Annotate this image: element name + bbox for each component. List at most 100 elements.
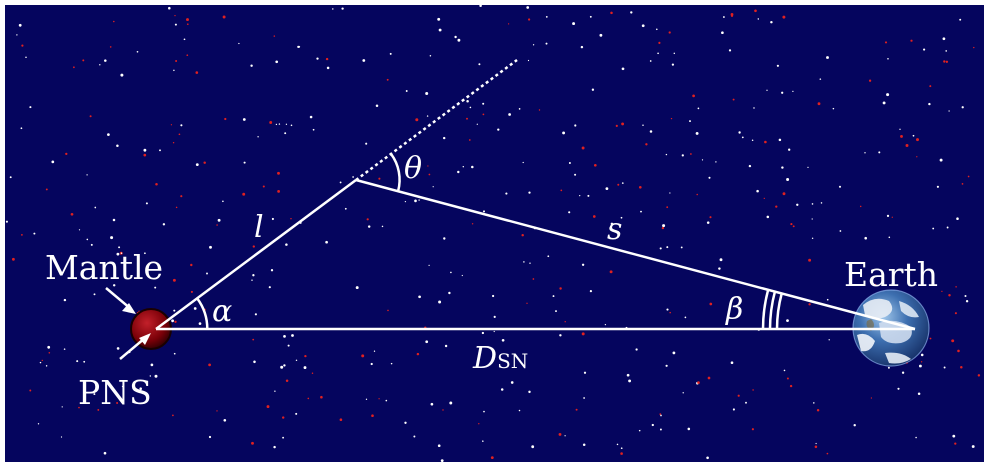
star-dot bbox=[154, 286, 157, 289]
star-dot bbox=[130, 277, 132, 279]
star-dot bbox=[416, 352, 420, 356]
star-dot bbox=[425, 340, 429, 344]
star-dot bbox=[367, 225, 371, 228]
star-dot bbox=[418, 295, 421, 299]
star-dot bbox=[277, 190, 280, 193]
star-dot bbox=[910, 39, 913, 42]
star-dot bbox=[752, 389, 754, 391]
star-dot bbox=[621, 182, 624, 184]
star-dot bbox=[291, 334, 294, 337]
star-dot bbox=[954, 442, 957, 445]
star-dot bbox=[145, 202, 148, 205]
star-dot bbox=[946, 226, 949, 229]
star-dot bbox=[238, 42, 240, 45]
star-dot bbox=[437, 17, 441, 21]
star-dot bbox=[528, 191, 531, 194]
star-dot bbox=[732, 408, 735, 411]
star-dot bbox=[929, 337, 932, 340]
star-dot bbox=[78, 406, 80, 409]
star-dot bbox=[719, 258, 723, 262]
star-dot bbox=[635, 348, 638, 351]
star-dot bbox=[61, 406, 63, 408]
star-dot bbox=[526, 6, 530, 9]
star-dot bbox=[304, 354, 307, 358]
star-dot bbox=[466, 99, 469, 103]
star-dot bbox=[887, 58, 889, 60]
star-dot bbox=[574, 173, 577, 176]
star-dot bbox=[959, 18, 962, 21]
star-dot bbox=[956, 217, 959, 220]
alpha-arc bbox=[196, 297, 209, 330]
star-dot bbox=[916, 138, 919, 142]
star-dot bbox=[325, 57, 329, 61]
star-dot bbox=[628, 379, 632, 383]
star-dot bbox=[273, 445, 276, 449]
star-dot bbox=[756, 189, 759, 193]
star-dot bbox=[668, 31, 671, 34]
star-dot bbox=[448, 291, 451, 295]
star-dot bbox=[284, 132, 287, 135]
star-dot bbox=[630, 11, 633, 14]
star-dot bbox=[283, 364, 286, 367]
star-dot bbox=[814, 445, 818, 449]
star-dot bbox=[178, 133, 181, 136]
star-dot bbox=[116, 252, 120, 256]
star-dot bbox=[257, 136, 259, 138]
star-dot bbox=[562, 131, 566, 135]
star-dot bbox=[309, 115, 313, 119]
star-dot bbox=[657, 52, 659, 55]
star-dot bbox=[29, 389, 32, 392]
star-dot bbox=[948, 110, 950, 112]
star-dot bbox=[651, 423, 654, 427]
star-dot bbox=[501, 338, 505, 342]
star-dot bbox=[341, 7, 344, 10]
star-dot bbox=[638, 185, 642, 189]
star-dot bbox=[669, 192, 671, 194]
star-dot bbox=[560, 189, 563, 192]
star-dot bbox=[175, 206, 178, 209]
star-dot bbox=[468, 139, 471, 141]
star-dot bbox=[518, 108, 521, 110]
star-dot bbox=[559, 334, 562, 337]
star-dot bbox=[971, 445, 975, 448]
star-dot bbox=[649, 130, 653, 133]
star-dot bbox=[285, 243, 288, 246]
star-dot bbox=[11, 257, 15, 261]
star-dot bbox=[271, 217, 274, 221]
star-dot bbox=[580, 45, 584, 49]
star-dot bbox=[610, 222, 614, 226]
star-dot bbox=[709, 302, 713, 306]
star-dot bbox=[438, 28, 442, 32]
star-dot bbox=[144, 252, 146, 255]
star-dot bbox=[965, 300, 969, 303]
star-dot bbox=[526, 302, 528, 304]
star-dot bbox=[583, 371, 587, 374]
star-dot bbox=[684, 316, 687, 319]
star-dot bbox=[730, 361, 734, 365]
star-dot bbox=[326, 66, 330, 70]
star-dot bbox=[290, 217, 292, 220]
star-dot bbox=[808, 303, 811, 306]
star-dot bbox=[203, 161, 206, 164]
star-dot bbox=[118, 246, 121, 249]
star-dot bbox=[471, 223, 474, 225]
star-dot bbox=[311, 372, 314, 375]
star-dot bbox=[478, 423, 480, 425]
star-dot bbox=[150, 363, 154, 367]
star-dot bbox=[579, 194, 581, 197]
star-dot bbox=[666, 308, 669, 311]
star-dot bbox=[190, 290, 193, 293]
star-dot bbox=[939, 158, 943, 162]
star-dot bbox=[870, 397, 873, 399]
star-dot bbox=[174, 320, 177, 323]
star-dot bbox=[706, 456, 709, 460]
star-dot bbox=[63, 298, 67, 302]
star-dot bbox=[198, 322, 202, 325]
star-dot bbox=[344, 207, 347, 210]
star-dot bbox=[722, 16, 725, 18]
star-dot bbox=[482, 440, 484, 442]
star-dot bbox=[868, 79, 872, 82]
s-label: s bbox=[607, 212, 623, 247]
star-dot bbox=[361, 354, 365, 358]
star-dot bbox=[690, 153, 692, 155]
